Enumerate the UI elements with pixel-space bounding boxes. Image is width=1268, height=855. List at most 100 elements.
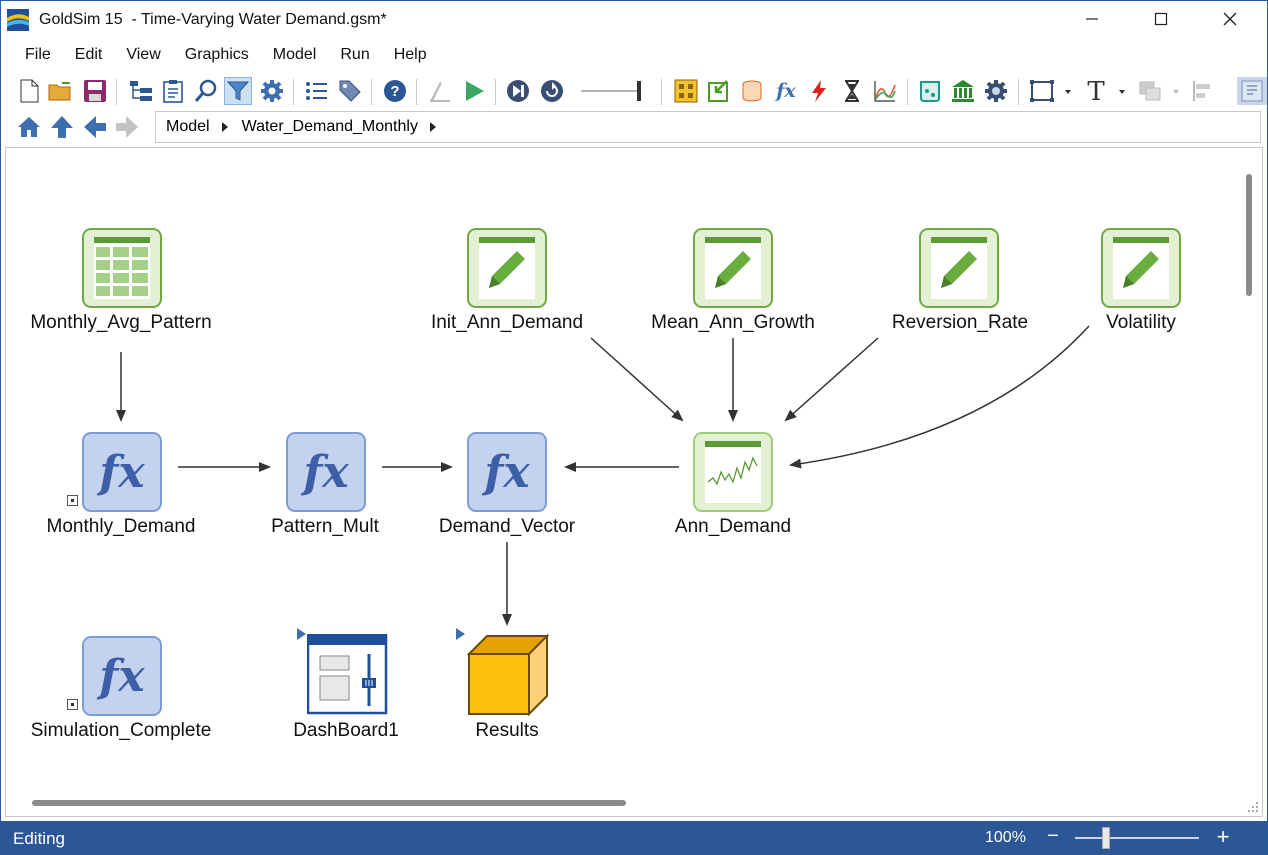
bank-icon [952, 80, 974, 102]
find-button[interactable] [192, 77, 220, 105]
menu-model[interactable]: Model [272, 46, 317, 63]
open-file-button[interactable] [47, 77, 75, 105]
dashboard1-node[interactable] [306, 633, 389, 721]
event-button[interactable] [805, 77, 833, 105]
pencil-icon [919, 228, 999, 308]
text-dropdown[interactable]: T [1083, 77, 1129, 105]
help-button[interactable]: ? [381, 77, 409, 105]
menu-edit[interactable]: Edit [74, 46, 103, 63]
expand-marker-icon[interactable] [67, 495, 79, 507]
import-button[interactable] [705, 77, 733, 105]
home-button[interactable] [15, 113, 43, 141]
demand-vector-node[interactable]: fx [467, 432, 547, 517]
search-icon [194, 79, 217, 102]
save-button[interactable] [81, 77, 109, 105]
chart-button[interactable] [871, 77, 899, 105]
function-button[interactable]: fx [772, 77, 800, 105]
zoom-in-button[interactable]: + [1216, 824, 1230, 849]
status-bar: Editing 100% − + [1, 821, 1267, 855]
vertical-scrollbar[interactable] [1246, 174, 1252, 296]
monthly-avg-pattern-node[interactable] [82, 228, 162, 313]
close-button[interactable] [1207, 1, 1253, 37]
influence-arrows [116, 325, 1090, 626]
arrow-up-icon [51, 116, 73, 138]
beaker-icon [920, 81, 940, 102]
menu-run[interactable]: Run [340, 46, 370, 63]
results-node[interactable] [466, 633, 550, 721]
list-icon [306, 82, 327, 100]
wizard-button[interactable] [426, 77, 454, 105]
pattern-mult-node[interactable]: fx [286, 432, 366, 517]
fx-icon: fx [774, 80, 796, 102]
filter-icon [227, 81, 249, 101]
table-icon [82, 228, 162, 308]
menu-graphics[interactable]: Graphics [184, 46, 249, 63]
init-ann-demand-node[interactable] [467, 228, 547, 313]
panel-toggle-button[interactable] [1237, 77, 1267, 105]
align-button[interactable] [1189, 77, 1217, 105]
zoom-slider-thumb[interactable] [1102, 827, 1110, 849]
step-button[interactable] [504, 77, 532, 105]
mean-ann-growth-node[interactable] [693, 228, 773, 313]
resize-grip-icon[interactable] [1248, 802, 1260, 814]
text-tool-icon: T [1087, 79, 1125, 103]
reservoir-button[interactable] [738, 77, 766, 105]
breadcrumb-chevron-icon[interactable] [429, 122, 436, 132]
arrange-dropdown[interactable] [1137, 77, 1183, 105]
new-file-button[interactable] [15, 77, 43, 105]
svg-text:fx: fx [96, 447, 145, 498]
box-icon [466, 633, 550, 717]
time-slider[interactable] [579, 77, 649, 105]
fx-icon: fx [82, 432, 162, 512]
new-file-icon [20, 79, 39, 103]
time-series-icon [693, 432, 773, 512]
back-button[interactable] [81, 113, 109, 141]
monthly-demand-label: Monthly_Demand [46, 516, 196, 537]
horizontal-scrollbar[interactable] [32, 800, 626, 806]
menu-view[interactable]: View [126, 46, 161, 63]
container-marker-icon[interactable] [456, 628, 466, 642]
container-marker-icon[interactable] [297, 628, 307, 642]
menu-file[interactable]: File [25, 46, 51, 63]
cell-button[interactable] [916, 77, 944, 105]
shape-dropdown[interactable] [1029, 77, 1075, 105]
svg-text:fx: fx [96, 651, 145, 702]
filter-button[interactable] [224, 77, 252, 105]
options-button[interactable] [258, 77, 286, 105]
up-button[interactable] [48, 113, 76, 141]
simulation-complete-node[interactable]: fx [82, 636, 162, 721]
zoom-out-button[interactable]: − [1047, 825, 1059, 847]
breadcrumb-water-demand-monthly[interactable]: Water_Demand_Monthly [241, 118, 418, 135]
container-button[interactable] [672, 77, 700, 105]
menu-help[interactable]: Help [393, 46, 427, 63]
run-button[interactable] [460, 77, 488, 105]
expand-marker-icon[interactable] [67, 699, 79, 711]
import-icon [708, 80, 728, 102]
maximize-button[interactable] [1138, 1, 1184, 37]
list-button[interactable] [303, 77, 331, 105]
tag-icon [339, 80, 361, 102]
tag-button[interactable] [336, 77, 364, 105]
cog-icon [985, 80, 1007, 102]
browser-button[interactable] [127, 77, 155, 105]
financial-button[interactable] [949, 77, 977, 105]
zoom-slider-track[interactable] [1075, 837, 1199, 839]
volatility-node[interactable] [1101, 228, 1181, 313]
goldsim-app-icon [7, 9, 29, 31]
breadcrumb-chevron-icon[interactable] [221, 122, 228, 132]
reset-button[interactable] [538, 77, 566, 105]
status-mode: Editing [13, 829, 65, 848]
forward-button[interactable] [113, 113, 141, 141]
monthly-demand-node[interactable]: fx [82, 432, 162, 517]
help-icon: ? [384, 80, 406, 102]
minimize-button[interactable] [1069, 1, 1115, 37]
breadcrumb-model[interactable]: Model [166, 118, 210, 135]
model-canvas[interactable]: Monthly_Avg_Pattern Init_Ann_Demand Mean… [5, 147, 1263, 817]
properties-button[interactable] [159, 77, 187, 105]
mean-ann-growth-label: Mean_Ann_Growth [651, 312, 815, 333]
reversion-rate-node[interactable] [919, 228, 999, 313]
ann-demand-node[interactable] [693, 432, 773, 517]
settings-button[interactable] [982, 77, 1010, 105]
delay-button[interactable] [838, 77, 866, 105]
